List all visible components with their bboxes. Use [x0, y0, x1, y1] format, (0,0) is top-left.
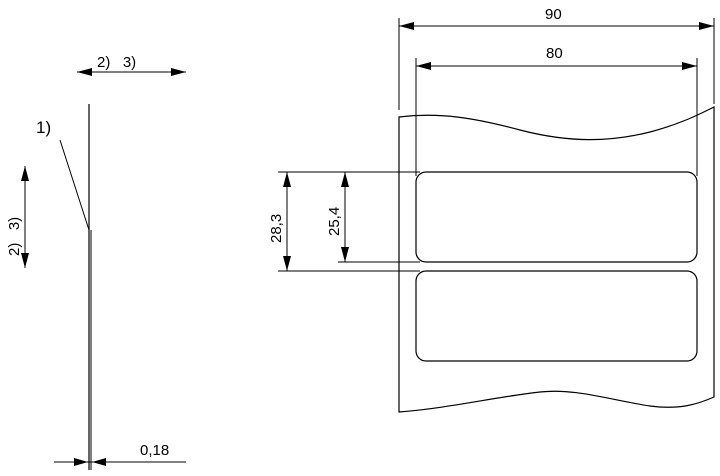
dim-left-label: 2) 3): [6, 217, 23, 256]
leader-line-1: [59, 139, 90, 231]
front-view: 90 80 28,3 25,4: [268, 6, 715, 413]
dim-25-4-arrow-top: [341, 172, 349, 187]
dim-80-arrow-right: [682, 62, 697, 70]
dim-90-label: 90: [545, 6, 562, 23]
dim-80-arrow-left: [416, 62, 431, 70]
dim-top-arrow-right: [171, 68, 186, 76]
dim-thickness-arrow-right: [92, 458, 106, 466]
callout-1: 1): [36, 118, 51, 137]
dim-25-4-label: 25,4: [326, 207, 343, 236]
label-1: [415, 171, 698, 263]
dim-thickness-arrow-left: [74, 458, 88, 466]
dim-28-3-arrow-top: [283, 172, 291, 187]
backing-paper: [398, 106, 715, 413]
dim-left-arrow-bottom: [21, 253, 29, 268]
dim-top-arrow-left: [77, 68, 92, 76]
dim-thickness-label: 0,18: [140, 442, 169, 459]
dim-28-3-arrow-bottom: [283, 256, 291, 271]
dim-28-3-label: 28,3: [268, 214, 285, 243]
dim-80-label: 80: [546, 45, 563, 62]
dim-90-arrow-right: [699, 22, 714, 30]
label-2: [415, 270, 698, 362]
side-view: 1) 2) 3) 2) 3) 0,18: [6, 54, 186, 470]
dim-top-label: 2) 3): [97, 54, 136, 71]
dim-90-arrow-left: [399, 22, 414, 30]
dim-25-4-arrow-bottom: [341, 247, 349, 262]
dim-left-arrow-top: [21, 166, 29, 181]
